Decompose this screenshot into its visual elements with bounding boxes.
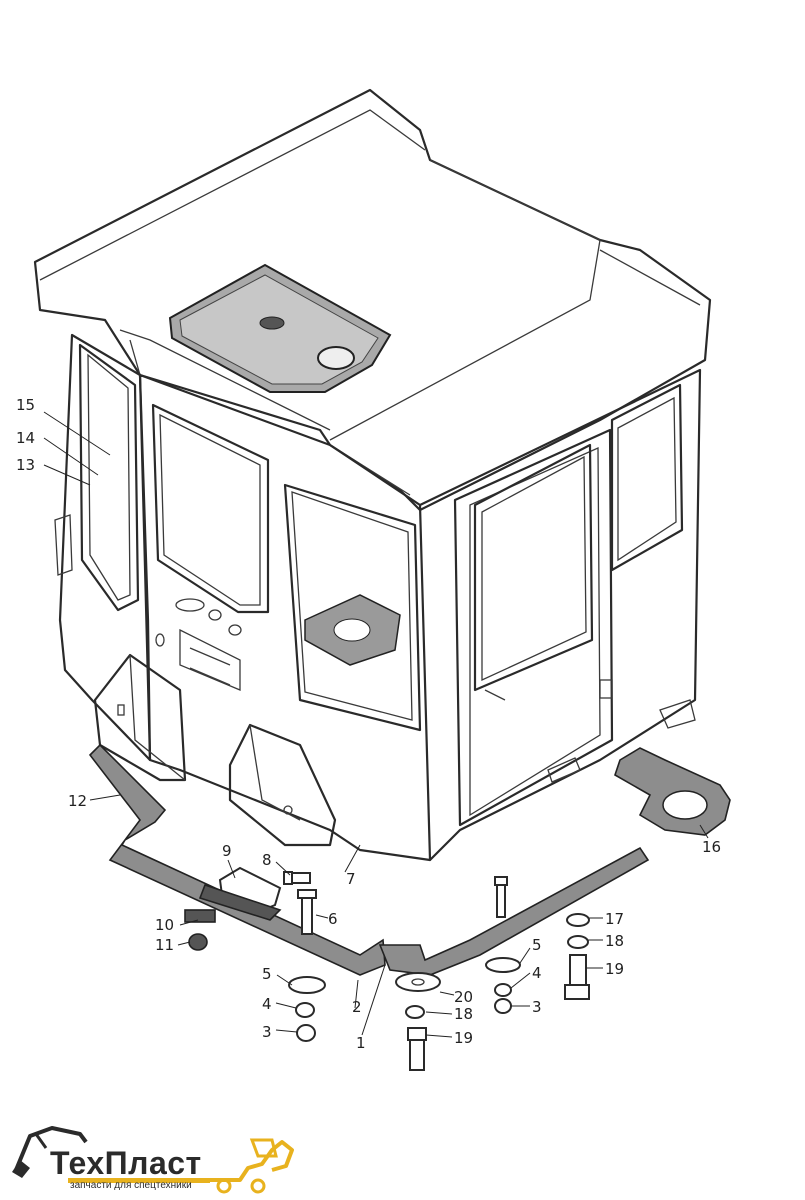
washer-4-right bbox=[494, 983, 512, 997]
callout-11: 11 bbox=[155, 936, 174, 954]
washer-17 bbox=[566, 913, 590, 927]
callout-1: 1 bbox=[356, 1034, 366, 1052]
callout-9: 9 bbox=[222, 842, 232, 860]
excavator-loader-icon bbox=[12, 1126, 294, 1194]
callout-7: 7 bbox=[346, 870, 356, 888]
callout-leaders bbox=[43, 411, 709, 1038]
logo-tagline: запчасти для спецтехники bbox=[70, 1180, 192, 1191]
bolt-8 bbox=[283, 871, 311, 885]
callout-20: 20 bbox=[454, 988, 473, 1006]
callout-3-right: 3 bbox=[532, 998, 542, 1016]
washer-18-right bbox=[567, 935, 589, 949]
callout-14: 14 bbox=[16, 429, 35, 447]
roof-hatch bbox=[168, 263, 392, 393]
callout-18-right: 18 bbox=[605, 932, 624, 950]
washer-4-left bbox=[295, 1002, 315, 1018]
callout-10: 10 bbox=[155, 916, 174, 934]
bolt-right bbox=[494, 876, 508, 918]
washer-5-right bbox=[485, 957, 521, 973]
callout-12: 12 bbox=[68, 792, 87, 810]
washer-18-middle bbox=[405, 1005, 425, 1019]
mounting-gasket-2 bbox=[378, 846, 650, 976]
bracket-plate-9 bbox=[184, 866, 282, 951]
callout-2: 2 bbox=[352, 998, 362, 1016]
callout-5-left: 5 bbox=[262, 965, 272, 983]
mounting-gasket-16 bbox=[614, 747, 731, 836]
callout-19-right: 19 bbox=[605, 960, 624, 978]
bolt-19-middle-head bbox=[407, 1027, 427, 1041]
callout-18-middle: 18 bbox=[454, 1005, 473, 1023]
hardware-set bbox=[283, 871, 590, 1071]
logo-brand: ТехПласт bbox=[50, 1145, 202, 1181]
nut-3-left bbox=[296, 1024, 316, 1042]
callout-3-left: 3 bbox=[262, 1023, 272, 1041]
cab-body bbox=[54, 333, 702, 862]
callout-4-right: 4 bbox=[532, 964, 542, 982]
callout-16: 16 bbox=[702, 838, 721, 856]
callout-19-middle: 19 bbox=[454, 1029, 473, 1047]
bolt-19-right bbox=[569, 954, 587, 988]
callout-5-right: 5 bbox=[532, 936, 542, 954]
callout-15: 15 bbox=[16, 396, 35, 414]
bolt-6 bbox=[297, 889, 317, 935]
washer-20 bbox=[395, 972, 441, 992]
callout-8: 8 bbox=[262, 851, 272, 869]
callout-17: 17 bbox=[605, 910, 624, 928]
mounting-gasket-12 bbox=[88, 743, 386, 976]
callout-6: 6 bbox=[328, 910, 338, 928]
callout-13: 13 bbox=[16, 456, 35, 474]
washer-5-left bbox=[288, 976, 326, 994]
callout-labels: 15 14 13 12 9 8 7 6 10 11 5 4 3 2 1 20 1… bbox=[16, 396, 721, 1052]
callout-4-left: 4 bbox=[262, 995, 272, 1013]
nut-3-right bbox=[494, 998, 512, 1014]
